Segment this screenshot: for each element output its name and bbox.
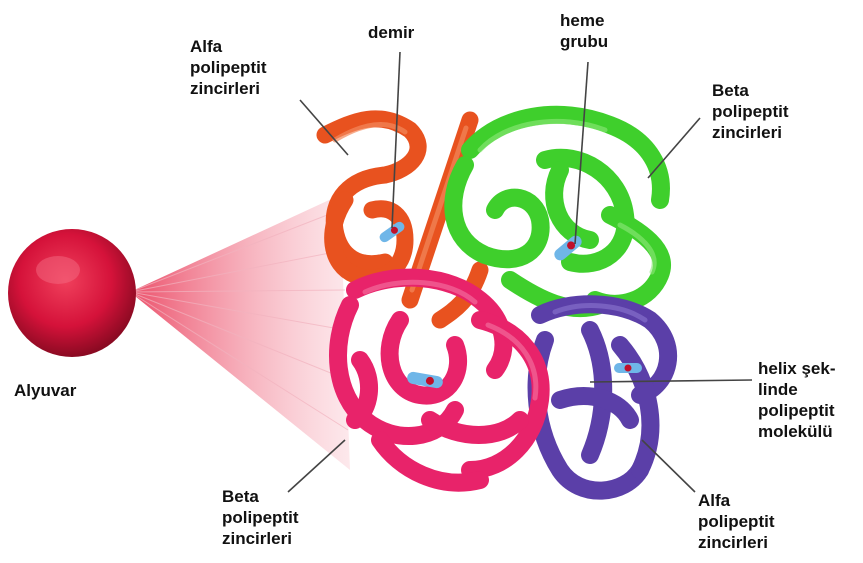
label-heme: heme grubu (560, 10, 608, 52)
label-alfa-bottom: Alfa polipeptit zincirleri (698, 490, 774, 553)
label-alfa-top: Alfa polipeptit zincirleri (190, 36, 266, 99)
label-beta-bottom: Beta polipeptit zincirleri (222, 486, 298, 549)
leader-helix (590, 380, 752, 382)
label-alyuvar: Alyuvar (14, 380, 76, 401)
leader-beta-bottom (288, 440, 345, 492)
red-blood-cell (8, 229, 136, 357)
magnification-cone (130, 195, 350, 470)
label-beta-top: Beta polipeptit zincirleri (712, 80, 788, 143)
label-helix: helix şek- linde polipeptit molekülü (758, 358, 836, 442)
leader-demir (392, 52, 400, 228)
alfa-chain-bottom (537, 304, 669, 490)
label-demir: demir (368, 22, 414, 43)
